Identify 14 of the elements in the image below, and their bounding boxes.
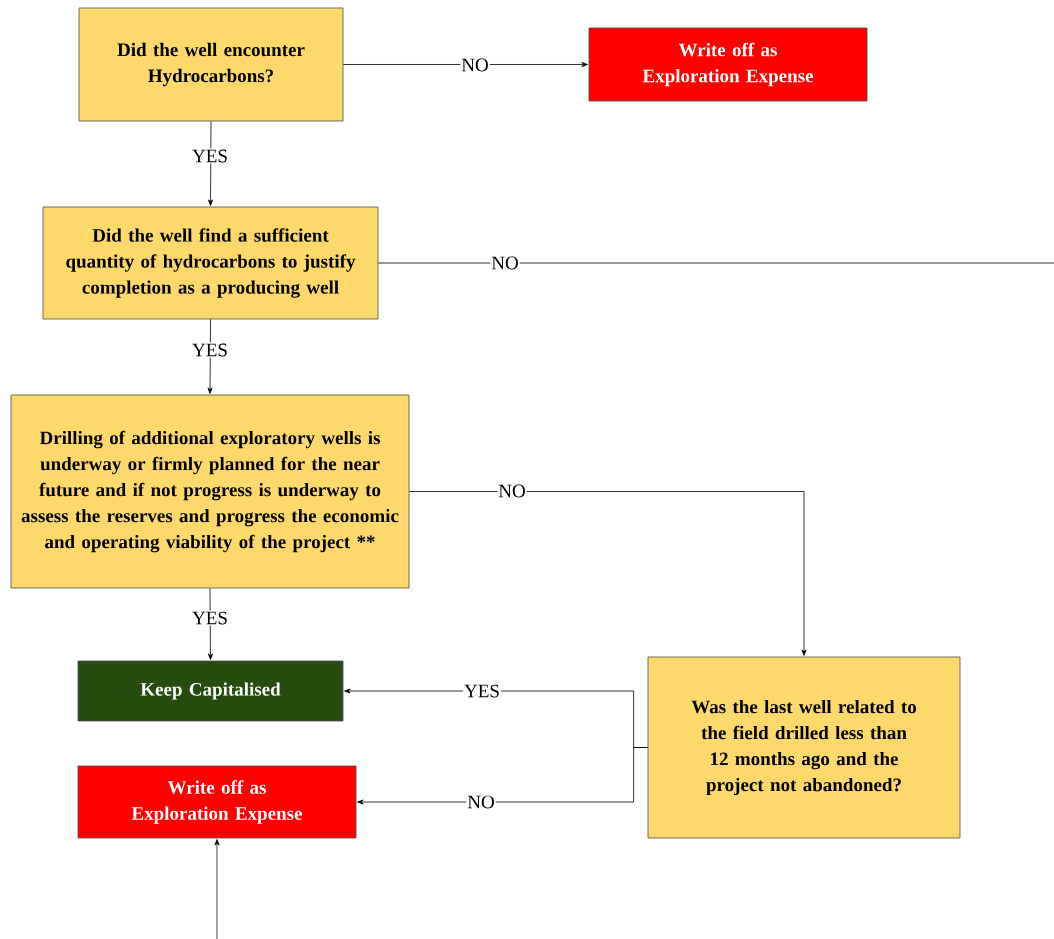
arrow [207,319,213,394]
write-off-box: Write off as Exploration Expense [77,765,357,839]
decision-box: Drilling of additional exploratory wells is underway or firmly planned for the near future and if not progress is underway to assess the reserves and progress the economic and operating viability of the project ** [10,394,410,589]
decision-box: Was the last well related to the field drilled less than 12 months ago and the project not abandoned? [647,656,961,839]
decision-box: Did the well encounter Hydrocarbons? [78,7,344,122]
arrow [208,121,214,206]
arrow [357,747,648,805]
decision-box: Did the well find a sufficient quantity of hydrocarbons to justify completion as a producing well [42,206,379,320]
arrow [409,491,807,656]
outcome-box: Keep Capitalised [77,660,344,722]
arrow [207,588,213,660]
arrow [343,62,588,67]
write-off-box: Write off as Exploration Expense [588,27,868,102]
arrow [214,839,220,939]
